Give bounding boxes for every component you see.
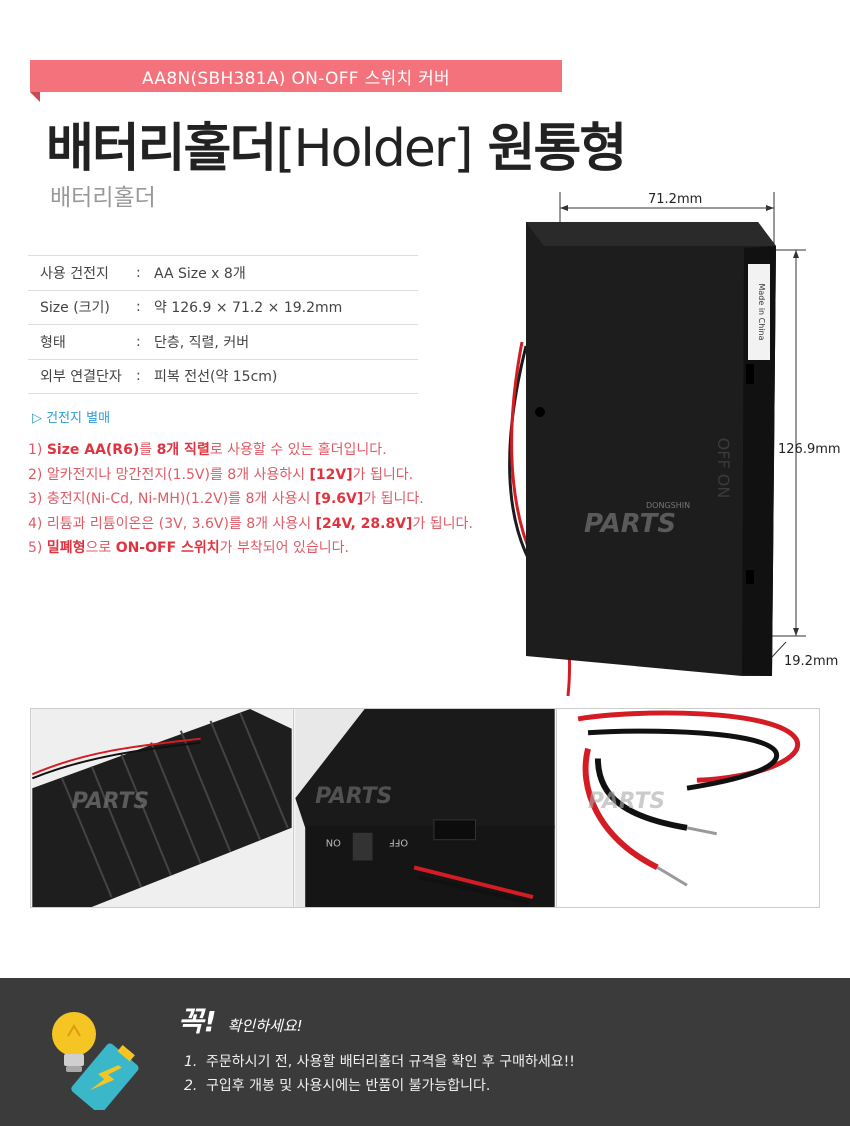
usage-notes: 1) Size AA(R6)를 8개 직렬로 사용할 수 있는 홀더입니다. 2… xyxy=(28,438,473,561)
notice-title: 꼭! 확인하세요! xyxy=(178,1000,303,1040)
notice-item: 1. 주문하시기 전, 사용할 배터리홀더 규격을 확인 후 구매하세요!! xyxy=(184,1050,575,1074)
note-text: 를 xyxy=(139,442,157,458)
note-item: 4) 리튬과 리튬이온은 (3V, 3.6V)를 8개 사용시 [24V, 28… xyxy=(28,512,473,537)
battery-sold-separately-note: ▷ 건전지 별매 xyxy=(32,411,111,426)
note-text: 가 됩니다. xyxy=(412,515,473,532)
spec-colon: : xyxy=(136,333,141,350)
battery-holder-illustration: Made in China OFF ON DONGSHIN PARTS xyxy=(508,192,806,697)
note-text: 4) 리튬과 리튬이온은 (3V, 3.6V)를 8개 사용시 xyxy=(28,515,316,532)
spec-value: AA Size x 8개 xyxy=(154,265,246,282)
thumb-switch-on: ON xyxy=(326,837,341,848)
note-highlight: 8개 직렬 xyxy=(156,442,210,458)
spec-key: 사용 건전지 xyxy=(40,265,109,282)
dimension-depth: 19.2mm xyxy=(784,654,839,669)
spec-colon: : xyxy=(136,368,141,385)
dimension-height: 126.9mm xyxy=(778,442,841,457)
spec-value: 단층, 직렬, 커버 xyxy=(154,334,250,351)
note-item: 3) 충전지(Ni-Cd, Ni-MH)(1.2V)를 8개 사용시 [9.6V… xyxy=(28,487,473,512)
notice-title-big: 꼭! xyxy=(178,1005,217,1038)
spec-key: Size (크기) xyxy=(40,300,110,317)
detail-photo-strip: PARTS ON OFF PARTS PARTS xyxy=(30,708,820,908)
spec-key: 형태 xyxy=(40,334,66,351)
spec-table: 사용 건전지 : AA Size x 8개 Size (크기) : 약 126.… xyxy=(28,255,418,394)
watermark-parts: PARTS xyxy=(584,509,676,539)
spec-key: 외부 연결단자 xyxy=(40,369,122,386)
note-text: 5) xyxy=(28,540,47,556)
note-highlight: [9.6V] xyxy=(314,491,364,507)
note-text: 가 됩니다. xyxy=(352,466,414,483)
note-text: 가 부착되어 있습니다. xyxy=(219,540,349,556)
note-highlight: [24V, 28.8V] xyxy=(315,515,413,532)
watermark-parts: PARTS xyxy=(315,784,392,809)
open-holder-illustration: PARTS xyxy=(31,709,292,907)
spec-value: 피복 전선(약 15cm) xyxy=(154,369,278,386)
notice-number: 2. xyxy=(184,1078,198,1094)
note-text: 1) xyxy=(28,442,47,458)
ribbon-fold xyxy=(30,92,40,102)
note-item: 1) Size AA(R6)를 8개 직렬로 사용할 수 있는 홀더입니다. xyxy=(28,438,473,463)
note-item: 5) 밀폐형으로 ON-OFF 스위치가 부착되어 있습니다. xyxy=(28,536,473,561)
notice-list: 1. 주문하시기 전, 사용할 배터리홀더 규격을 확인 후 구매하세요!! 2.… xyxy=(184,1050,575,1098)
note-highlight: ON-OFF 스위치 xyxy=(115,540,220,556)
page-title: 배터리홀더[Holder] 원통형 xyxy=(46,106,628,181)
notice-title-small: 확인하세요! xyxy=(227,1017,303,1035)
watermark-parts: PARTS xyxy=(588,789,665,814)
spec-colon: : xyxy=(136,299,141,316)
thumb-open-holder: PARTS xyxy=(31,709,294,907)
note-text: 으로 xyxy=(85,540,116,556)
thumb-switch-off: OFF xyxy=(389,837,408,848)
title-type: 원통형 xyxy=(471,119,628,179)
note-text: 로 사용할 수 있는 홀더입니다. xyxy=(209,442,387,458)
made-in-label: Made in China xyxy=(757,283,766,340)
note-text: 가 됩니다. xyxy=(363,491,424,507)
switch-marking: OFF ON xyxy=(714,438,733,499)
note-text: 3) 충전지(Ni-Cd, Ni-MH)(1.2V)를 8개 사용시 xyxy=(28,491,315,507)
note-text: 2) 알카전지나 망간전지(1.5V)를 8개 사용하시 xyxy=(28,466,310,483)
product-code-ribbon: AA8N(SBH381A) ON-OFF 스위치 커버 xyxy=(30,60,562,92)
thumb-wires: PARTS xyxy=(557,709,819,907)
wire-detail-illustration: PARTS xyxy=(558,709,818,907)
battery-holder-photo: Made in China OFF ON DONGSHIN PARTS xyxy=(496,186,850,700)
note-highlight: 밀폐형 xyxy=(46,540,86,556)
spec-row: 형태 : 단층, 직렬, 커버 xyxy=(28,325,418,360)
notice-number: 1. xyxy=(184,1054,198,1070)
lightbulb-battery-icon xyxy=(52,1012,139,1110)
watermark-small: DONGSHIN xyxy=(646,501,690,510)
spec-row: Size (크기) : 약 126.9 × 71.2 × 19.2mm xyxy=(28,291,418,325)
title-main: 배터리홀더 xyxy=(46,119,277,179)
note-item: 2) 알카전지나 망간전지(1.5V)를 8개 사용하시 [12V]가 됩니다. xyxy=(28,463,473,488)
spec-row: 외부 연결단자 : 피복 전선(약 15cm) xyxy=(28,360,418,394)
notice-item: 2. 구입후 개봉 및 사용시에는 반품이 불가능합니다. xyxy=(184,1074,575,1098)
title-holder: [Holder] xyxy=(275,119,473,179)
thumb-switch-detail: ON OFF PARTS xyxy=(294,709,557,907)
page-subtitle: 배터리홀더 xyxy=(50,185,156,211)
spec-colon: : xyxy=(136,264,141,281)
notice-text: 주문하시기 전, 사용할 배터리홀더 규격을 확인 후 구매하세요!! xyxy=(206,1054,575,1070)
watermark-parts: PARTS xyxy=(72,789,149,814)
note-highlight: Size AA(R6) xyxy=(46,442,140,458)
spec-value: 약 126.9 × 71.2 × 19.2mm xyxy=(154,300,343,317)
spec-row: 사용 건전지 : AA Size x 8개 xyxy=(28,256,418,291)
notice-footer: 꼭! 확인하세요! 1. 주문하시기 전, 사용할 배터리홀더 규격을 확인 후 … xyxy=(0,978,850,1126)
switch-detail-illustration: ON OFF PARTS xyxy=(295,709,555,907)
note-highlight: [12V] xyxy=(309,466,353,483)
notice-text: 구입후 개봉 및 사용시에는 반품이 불가능합니다. xyxy=(206,1078,491,1094)
dimension-width: 71.2mm xyxy=(648,192,703,207)
